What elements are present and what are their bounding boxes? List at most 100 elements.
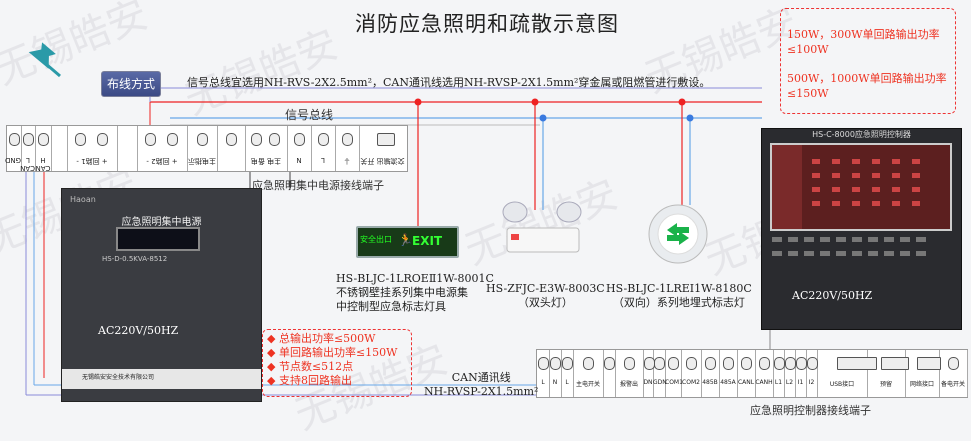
screw-icon	[583, 357, 594, 370]
wiring-note: 信号总线宜选用NH-RVS-2X2.5mm²，CAN通讯线选用NH-RVSP-2…	[187, 76, 711, 89]
controller-terminal: COM1	[665, 350, 683, 397]
diamond-icon: ◆	[267, 374, 279, 387]
screw-icon	[807, 357, 818, 370]
controller-terminal: 备电开关	[939, 350, 968, 397]
controller-terminal: I1	[795, 350, 807, 397]
controller-terminal-caption: 应急照明控制器接线端子	[750, 404, 871, 417]
power-note-line: 500W，1000W单回路输出功率≤150W	[787, 72, 947, 100]
terminal-label: + 回路2 -	[146, 157, 178, 165]
can-line-text: CAN通讯线	[451, 371, 511, 384]
screw-icon	[785, 357, 796, 370]
fixture1-caption: HS-BLJC-1LROEⅡ1W-8001C 不锈钢壁挂系列集中电源集 中控制型…	[336, 272, 494, 314]
can-line-spec: NH-RVSP-2X1.5mm²	[424, 385, 539, 398]
central-power-supply: Haoan 应急照明集中电源 HS-D-0.5KVA-8512 AC220V/5…	[61, 188, 262, 402]
screw-icon	[654, 357, 665, 370]
caption-line: 不锈钢壁挂系列集中电源集	[336, 286, 468, 299]
screw-icon	[796, 357, 807, 370]
controller-terminal: COM2	[681, 350, 702, 397]
screw-icon	[538, 357, 549, 370]
controller-terminal: N	[549, 350, 562, 397]
terminal-label: 主电 备电	[250, 157, 282, 165]
ground-icon: ⏚	[343, 157, 351, 165]
controller-terminal: 报警出	[615, 350, 644, 397]
page-title: 消防应急照明和疏散示意图	[355, 12, 619, 36]
screw-icon	[917, 357, 941, 370]
exit-sign-fixture: 安全出口 🏃 EXIT	[356, 226, 459, 258]
terminal-label: CAN L	[20, 156, 35, 172]
screw-icon	[604, 357, 615, 370]
wiring-method-button[interactable]: 布线方式	[101, 71, 161, 97]
screw-icon	[774, 357, 785, 370]
terminal-label: 备电开关	[940, 381, 965, 388]
running-man-icon: 🏃	[398, 233, 413, 247]
spec-text: 总输出功率≤500W	[278, 332, 376, 345]
power-note-line: 150W，300W单回路输出功率≤100W	[787, 28, 940, 56]
screw-icon	[948, 357, 959, 370]
terminal-label: + 回路1 -	[76, 157, 108, 165]
terminal-label: CANL	[737, 379, 755, 386]
terminal-label: I2	[808, 379, 815, 386]
terminal-label: L	[541, 379, 545, 386]
terminal-label: 485A	[720, 379, 736, 386]
terminal-label: L	[565, 379, 569, 386]
psu-terminal-strip: GND CAN L CAN H + 回路1 - + 回路2 - 主电指示 主电 …	[4, 125, 408, 172]
terminal-label: L1	[774, 379, 783, 386]
screw-icon	[562, 357, 573, 370]
controller-terminal: L2	[784, 350, 796, 397]
screw-icon	[881, 357, 909, 370]
psu-name: 应急照明集中电源	[121, 217, 202, 228]
screw-icon	[624, 357, 635, 370]
terminal-label: COM2	[682, 379, 700, 386]
terminal-label: DN	[643, 379, 653, 386]
screw-icon	[741, 357, 752, 370]
psu-terminal-caption: 应急照明集中电源接线端子	[252, 179, 384, 192]
terminal-label: 交流输出 开关	[360, 157, 405, 165]
exit-sign-exit: EXIT	[412, 234, 443, 248]
fixture3-caption: HS-BLJC-1LREⅠ1W-8180C （双向）系列地埋式标志灯	[606, 282, 752, 310]
caption-line: HS-BLJC-1LREⅠ1W-8180C	[606, 282, 752, 295]
screw-icon	[705, 357, 716, 370]
screw-icon	[668, 357, 679, 370]
terminal-label: N	[552, 379, 558, 386]
fixture2-caption: HS-ZFJC-E3W-8003C （双头灯）	[486, 282, 605, 310]
controller-voltage: AC220V/50HZ	[792, 289, 873, 302]
psu-specs-box: ◆ 总输出功率≤500W ◆ 单回路输出功率≤150W ◆ 节点数≤512点 ◆…	[262, 329, 412, 397]
terminal-label: 网络接口	[909, 381, 934, 388]
controller-buttons	[772, 237, 926, 256]
caption-line: （双向）系列地埋式标志灯	[612, 296, 745, 309]
exit-sign-text: 安全出口	[360, 235, 392, 244]
terminal-label: CAN H	[35, 156, 51, 172]
terminal-label: GND	[4, 156, 21, 164]
pushpin-icon	[28, 42, 61, 78]
brand-logo: Haoan	[70, 195, 96, 204]
caption-line: 中控制型应急标志灯具	[336, 300, 446, 313]
spec-text: 单回路输出功率≤150W	[278, 346, 398, 359]
diamond-icon: ◆	[267, 346, 279, 359]
controller-terminal: 预留	[867, 350, 909, 397]
terminal-label: N	[296, 156, 302, 164]
diamond-icon: ◆	[267, 360, 279, 373]
screw-icon	[723, 357, 734, 370]
spec-item: ◆ 节点数≤512点	[267, 360, 407, 374]
controller-terminal: 网络接口	[905, 350, 941, 397]
controller-terminal: L1	[773, 350, 785, 397]
terminal-label: USB接口	[829, 381, 855, 388]
spec-item: ◆ 支持8回路输出	[267, 374, 407, 388]
controller-terminal: CANH	[755, 350, 774, 397]
terminal-label: 485B	[702, 379, 718, 386]
manufacturer-name: 无锡皓安安全技术有限公司	[82, 374, 155, 381]
terminal-label: 预留	[879, 381, 892, 388]
terminal-label: 主电开关	[575, 381, 600, 388]
screw-icon	[837, 357, 877, 370]
controller-terminal: 主电开关	[573, 350, 604, 397]
controller-terminal: L	[537, 350, 550, 397]
controller-terminal: 485A	[719, 350, 738, 397]
caption-line: HS-BLJC-1LROEⅡ1W-8001C	[336, 272, 494, 285]
spec-text: 节点数≤512点	[278, 360, 354, 373]
screw-icon	[550, 357, 561, 370]
controller-terminal: 485B	[701, 350, 720, 397]
controller-header: HS-C-8000应急照明控制器	[812, 130, 911, 139]
controller-terminal: I2	[806, 350, 818, 397]
screw-icon	[759, 357, 770, 370]
